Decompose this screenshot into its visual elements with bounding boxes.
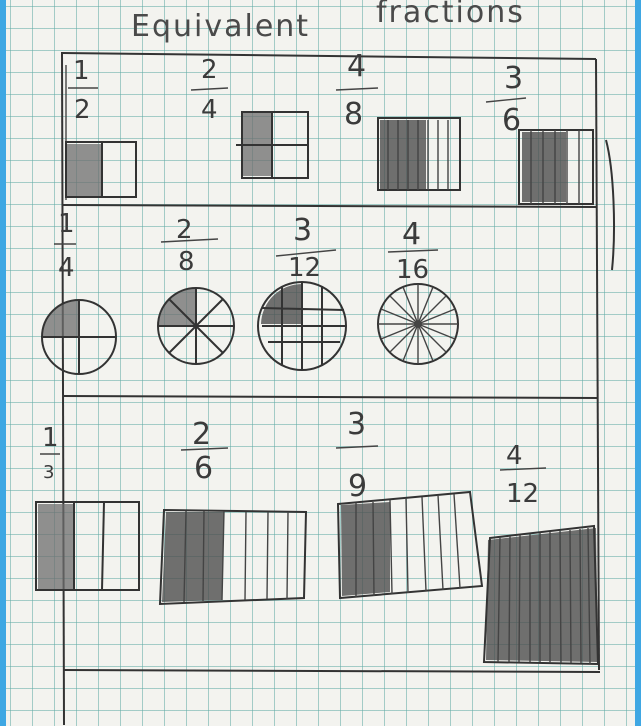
fraction-3-6: 3 6 bbox=[486, 61, 526, 138]
circle-model-4-16 bbox=[378, 284, 458, 364]
circle-model-1-4 bbox=[42, 300, 116, 374]
divider-lines bbox=[158, 288, 234, 364]
denominator: 9 bbox=[348, 469, 367, 504]
denominator: 8 bbox=[344, 97, 363, 132]
numerator: 1 bbox=[58, 209, 75, 239]
row-divider-1 bbox=[63, 205, 596, 207]
fraction-4-8: 4 8 bbox=[336, 49, 378, 132]
fraction-3-12: 3 12 bbox=[276, 213, 336, 283]
denominator: 4 bbox=[58, 253, 75, 283]
shaded-part bbox=[66, 144, 102, 196]
rectangle-model-1-3 bbox=[36, 502, 139, 590]
edge-pencil-mark bbox=[606, 140, 614, 270]
fraction-2-6: 2 6 bbox=[181, 417, 228, 486]
notebook-page: Equivalent fractions 1 2 2 4 bbox=[6, 0, 635, 726]
fraction-bar bbox=[388, 250, 438, 252]
fraction-1-3: 1 3 bbox=[40, 423, 60, 483]
circle-model-3-12 bbox=[258, 282, 346, 370]
numerator: 1 bbox=[42, 423, 59, 453]
denominator: 16 bbox=[396, 255, 429, 285]
left-border-line bbox=[62, 52, 64, 725]
fraction-bar bbox=[336, 446, 378, 448]
circle-model-2-8 bbox=[158, 288, 234, 364]
shaded-part bbox=[162, 512, 224, 602]
rectangle-model-1-2 bbox=[66, 142, 136, 197]
numerator: 4 bbox=[347, 49, 366, 84]
fraction-2-8: 2 8 bbox=[161, 215, 218, 277]
denominator: 12 bbox=[288, 253, 321, 283]
row-2: 1 4 2 8 3 12 4 16 bbox=[42, 209, 458, 374]
rectangle-model-3-9 bbox=[338, 492, 482, 598]
fraction-3-9: 3 9 bbox=[336, 407, 378, 504]
denominator: 3 bbox=[43, 462, 54, 483]
fraction-bar bbox=[336, 88, 378, 90]
shaded-part bbox=[38, 504, 74, 590]
denominator: 2 bbox=[74, 95, 91, 125]
title-left: Equivalent bbox=[131, 9, 310, 44]
fraction-4-12: 4 12 bbox=[500, 441, 546, 509]
divider-lines bbox=[74, 502, 104, 590]
fraction-1-4: 1 4 bbox=[54, 209, 76, 283]
rectangle-model-3-6 bbox=[519, 130, 593, 204]
numerator: 3 bbox=[504, 61, 523, 96]
shaded-part bbox=[522, 132, 566, 202]
numerator: 2 bbox=[201, 55, 218, 85]
fraction-bar bbox=[191, 88, 228, 90]
title-right: fractions bbox=[376, 0, 525, 30]
divider-lines bbox=[378, 284, 458, 364]
fraction-2-4: 2 4 bbox=[191, 55, 228, 125]
denominator: 4 bbox=[201, 95, 218, 125]
fraction-bar bbox=[181, 448, 228, 450]
numerator: 3 bbox=[347, 407, 366, 442]
row-1: 1 2 2 4 4 8 3 6 bbox=[66, 49, 593, 204]
numerator: 2 bbox=[192, 417, 211, 452]
numerator: 1 bbox=[73, 56, 90, 86]
fraction-bar bbox=[486, 98, 526, 102]
numerator: 4 bbox=[506, 441, 523, 471]
numerator: 4 bbox=[402, 217, 421, 252]
denominator: 8 bbox=[178, 247, 195, 277]
bottom-border-line bbox=[63, 670, 600, 672]
rectangle-model-4-8 bbox=[378, 118, 460, 190]
row-divider-2 bbox=[63, 396, 598, 398]
denominator: 12 bbox=[506, 479, 539, 509]
fraction-4-16: 4 16 bbox=[388, 217, 438, 285]
shaded-part bbox=[341, 502, 390, 596]
rectangle-model-2-4 bbox=[236, 112, 308, 178]
rectangle-model-2-6 bbox=[160, 510, 306, 604]
worksheet-drawing: Equivalent fractions 1 2 2 4 bbox=[6, 0, 635, 726]
shaded-part bbox=[380, 120, 426, 190]
numerator: 3 bbox=[293, 213, 312, 248]
row-3: 1 3 2 6 3 9 4 12 bbox=[36, 407, 598, 664]
top-border-line bbox=[62, 53, 596, 59]
denominator: 6 bbox=[194, 451, 213, 486]
rectangle-model-4-12 bbox=[484, 526, 598, 664]
fraction-1-2: 1 2 bbox=[68, 56, 98, 125]
